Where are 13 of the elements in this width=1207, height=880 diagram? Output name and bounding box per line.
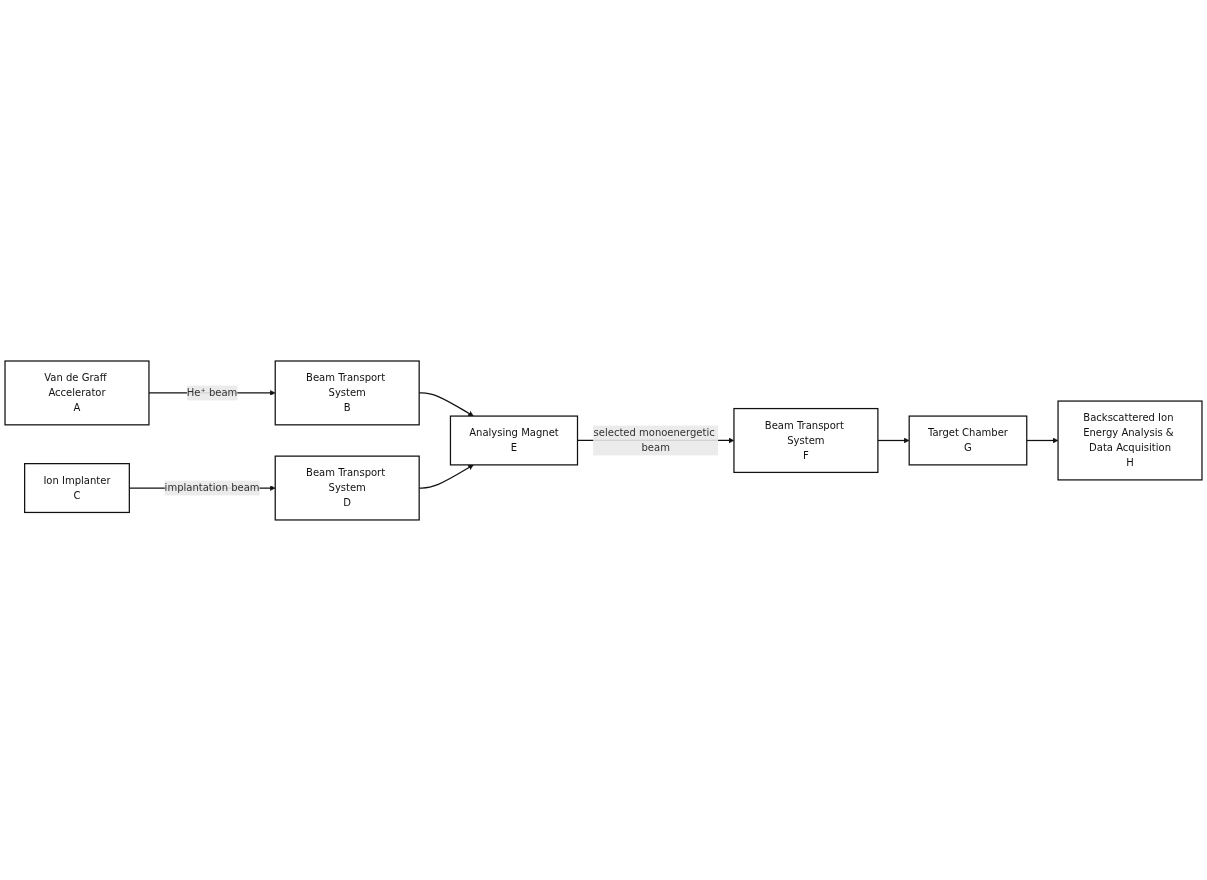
node-box: Target Chamber G bbox=[908, 414, 1028, 466]
node-box: Beam Transport System F bbox=[733, 407, 879, 473]
arrow bbox=[1026, 437, 1059, 443]
node-box: Analysing Magnet E bbox=[449, 414, 579, 466]
node-box: Van de Graff Accelerator A bbox=[4, 359, 150, 425]
edge-label: implantation beam bbox=[164, 481, 260, 494]
edge-label: He⁺ beam bbox=[186, 386, 238, 399]
node-box: Backscattered Ion Energy Analysis & Data Acquisition H bbox=[1057, 399, 1203, 481]
node-box: Beam Transport System D bbox=[274, 455, 420, 521]
node-box: Beam Transport System B bbox=[274, 359, 420, 425]
arrow bbox=[877, 437, 910, 443]
edge-label: selected monoenergetic beam bbox=[593, 426, 715, 454]
node-box: Ion Implanter C bbox=[24, 462, 130, 513]
